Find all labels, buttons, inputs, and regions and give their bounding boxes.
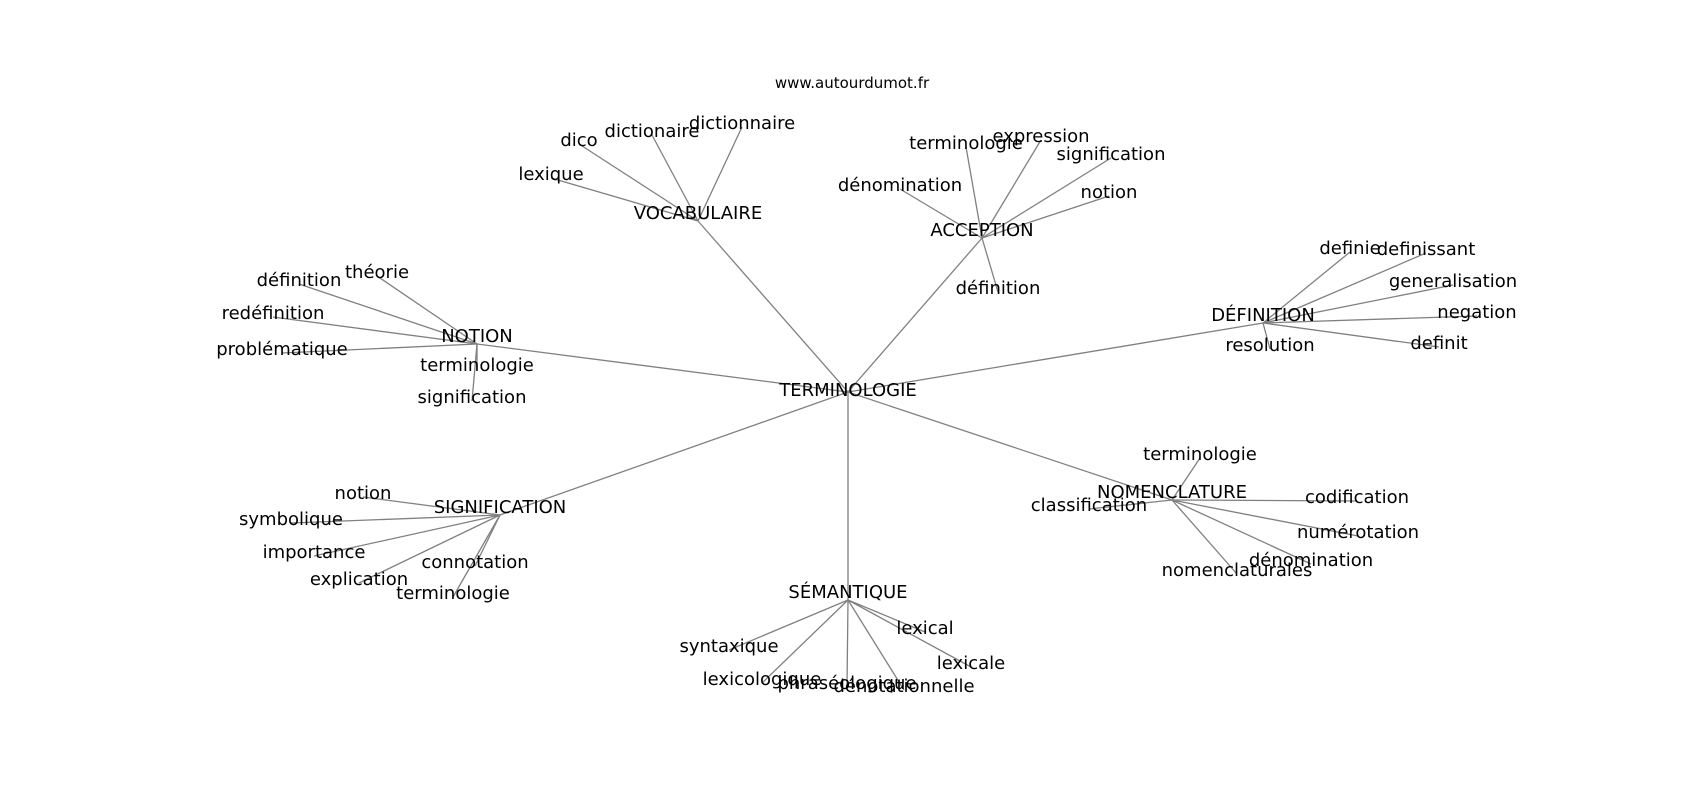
node-leaf-6-5: lexicale [937, 653, 1005, 674]
node-leaf-6-0: syntaxique [679, 636, 778, 657]
edge-hub-leaf-2-2 [272, 316, 478, 345]
edge-hub-leaf-0-1 [578, 143, 699, 222]
edge-hub-leaf-4-2 [313, 514, 501, 557]
node-hub-4: SIGNIFICATION [434, 497, 567, 518]
graph-edges [272, 126, 1478, 691]
node-leaf-2-2: redéfinition [222, 303, 325, 324]
edge-hub-leaf-3-0 [1262, 251, 1351, 324]
edge-hub-leaf-5-4 [1171, 499, 1312, 565]
graph-labels: VOCABULAIRE lexique dico dictionairediction… [216, 113, 1517, 697]
edge-hub-leaf-6-3 [847, 599, 905, 691]
edge-center-hub-1 [847, 237, 983, 393]
edge-hub-leaf-3-4 [1262, 322, 1440, 348]
edge-hub-leaf-2-5 [471, 343, 478, 402]
edge-hub-leaf-0-2 [651, 134, 699, 222]
node-leaf-6-4: lexical [896, 618, 953, 639]
edge-center-hub-4 [499, 391, 849, 516]
node-leaf-2-1: théorie [345, 262, 409, 283]
node-leaf-1-5: définition [956, 278, 1041, 299]
node-leaf-6-3: dénotationnelle [833, 676, 974, 697]
node-leaf-1-4: notion [1081, 182, 1138, 203]
node-leaf-3-1: definissant [1377, 239, 1476, 260]
edge-hub-leaf-5-1 [1088, 499, 1173, 510]
node-leaf-5-1: classification [1031, 495, 1147, 516]
edge-hub-leaf-6-1 [761, 599, 849, 684]
edge-hub-leaf-1-2 [981, 139, 1042, 239]
node-leaf-5-5: nomenclaturales [1162, 560, 1313, 581]
edge-center-hub-3 [847, 322, 1264, 393]
edge-hub-leaf-4-3 [358, 514, 501, 584]
node-leaf-0-2: dictionaire [605, 121, 700, 142]
node-leaf-5-4: dénomination [1249, 550, 1373, 571]
edge-center-hub-0 [697, 220, 849, 393]
node-leaf-2-4: terminologie [420, 355, 534, 376]
edge-hub-leaf-4-1 [290, 514, 501, 524]
node-leaf-6-2: phraséologique [777, 673, 916, 694]
site-url: www.autourdumot.fr [775, 74, 930, 92]
node-hub-2: NOTION [441, 326, 513, 347]
node-hub-1: ACCEPTION [930, 220, 1033, 241]
edge-hub-leaf-5-2 [1171, 499, 1358, 502]
node-hub-0: VOCABULAIRE [634, 203, 763, 224]
edge-hub-leaf-0-3 [697, 126, 743, 222]
edge-hub-leaf-1-4 [981, 195, 1110, 239]
edge-hub-leaf-1-0 [899, 188, 983, 239]
node-leaf-4-5: terminologie [396, 583, 510, 604]
node-leaf-4-3: explication [310, 569, 408, 590]
edge-hub-leaf-0-0 [550, 177, 699, 222]
edge-hub-leaf-4-0 [362, 496, 501, 516]
edge-hub-leaf-6-0 [728, 599, 849, 651]
node-leaf-2-5: signification [418, 387, 527, 408]
node-hub-5: NOMENCLATURE [1097, 482, 1247, 503]
node-center: TERMINOLOGIE [778, 380, 917, 401]
node-leaf-2-0: définition [257, 270, 342, 291]
edge-hub-leaf-3-2 [1262, 284, 1454, 324]
node-leaf-5-2: codification [1305, 487, 1409, 508]
node-leaf-2-3: problématique [216, 339, 347, 360]
node-hub-6: SÉMANTIQUE [788, 581, 907, 603]
edge-hub-leaf-2-1 [376, 275, 478, 345]
edge-hub-leaf-6-4 [847, 599, 926, 633]
edge-hub-leaf-3-5 [1262, 322, 1271, 350]
edge-center-hub-5 [847, 391, 1173, 501]
node-leaf-5-0: terminologie [1143, 444, 1257, 465]
node-leaf-0-0: lexique [518, 164, 583, 185]
edge-hub-leaf-1-1 [965, 146, 983, 239]
edge-hub-leaf-5-3 [1171, 499, 1359, 537]
edge-hub-leaf-1-3 [981, 157, 1112, 239]
node-leaf-1-0: dénomination [838, 175, 962, 196]
edge-center-hub-2 [476, 343, 849, 393]
node-leaf-3-4: definit [1410, 333, 1467, 354]
node-leaf-4-1: symbolique [239, 509, 343, 530]
edge-hub-leaf-2-0 [298, 283, 478, 345]
node-leaf-1-2: expression [992, 126, 1089, 147]
edge-hub-leaf-6-5 [847, 599, 972, 668]
node-leaf-1-1: terminologie [909, 133, 1023, 154]
node-hub-3: DÉFINITION [1211, 304, 1315, 326]
edge-hub-leaf-5-5 [1171, 499, 1238, 575]
node-leaf-3-0: definie [1319, 238, 1380, 259]
edge-hub-leaf-3-1 [1262, 252, 1427, 324]
edge-hub-leaf-6-2 [846, 599, 849, 688]
node-leaf-5-3: numérotation [1297, 522, 1419, 543]
node-leaf-0-1: dico [560, 130, 597, 151]
node-leaf-4-0: notion [335, 483, 392, 504]
edge-hub-leaf-3-3 [1262, 315, 1478, 324]
node-leaf-0-3: dictionnaire [689, 113, 795, 134]
node-leaf-6-1: lexicologique [703, 669, 822, 690]
edge-hub-leaf-1-5 [981, 237, 999, 293]
node-leaf-1-3: signification [1057, 144, 1166, 165]
node-leaf-4-2: importance [263, 542, 366, 563]
edge-hub-leaf-4-5 [452, 514, 501, 598]
node-leaf-3-3: negation [1437, 302, 1516, 323]
node-leaf-3-5: resolution [1225, 335, 1314, 356]
edge-hub-leaf-2-3 [281, 343, 478, 354]
node-leaf-4-4: connotation [421, 552, 528, 573]
edge-hub-leaf-5-0 [1171, 457, 1201, 501]
node-leaf-3-2: generalisation [1389, 271, 1517, 292]
